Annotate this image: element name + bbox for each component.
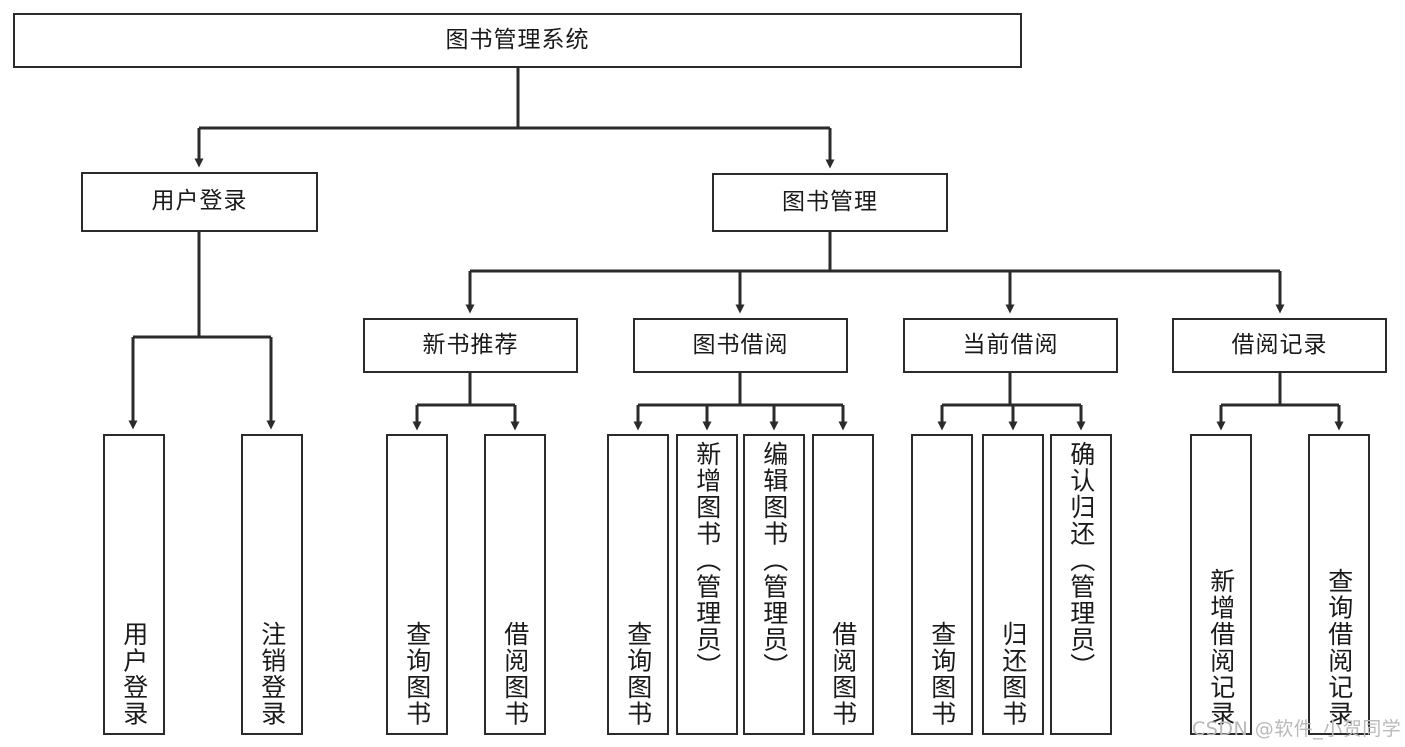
csdn-watermark: CSDN @软件_小贺同学 <box>1192 718 1402 740</box>
node-borrow-record-label: 借阅记录 <box>1231 331 1328 358</box>
leaf-edit-book-label: 编辑图书（管理员） <box>759 441 789 680</box>
leaf-borrow-book-2[interactable]: 借阅图书 <box>812 434 874 735</box>
leaf-borrow-book-1-label: 借阅图书 <box>500 621 530 727</box>
leaf-query-book-3-label: 查询图书 <box>927 621 957 727</box>
node-root[interactable]: 图书管理系统 <box>13 13 1022 68</box>
node-current-borrow[interactable]: 当前借阅 <box>903 318 1118 373</box>
leaf-confirm-return[interactable]: 确认归还（管理员） <box>1050 434 1112 735</box>
leaf-logout[interactable]: 注销登录 <box>241 434 303 735</box>
leaf-query-book-1[interactable]: 查询图书 <box>386 434 448 735</box>
leaf-add-book-label: 新增图书（管理员） <box>692 441 722 680</box>
leaf-query-book-3[interactable]: 查询图书 <box>911 434 973 735</box>
leaf-add-record[interactable]: 新增借阅记录 <box>1190 434 1252 735</box>
node-new-book-recommend-label: 新书推荐 <box>422 331 519 358</box>
leaf-add-record-label: 新增借阅记录 <box>1206 568 1236 727</box>
leaf-query-book-2-label: 查询图书 <box>623 621 653 727</box>
leaf-return-book-label: 归还图书 <box>998 621 1028 727</box>
node-current-borrow-label: 当前借阅 <box>962 331 1059 358</box>
leaf-query-book-2[interactable]: 查询图书 <box>607 434 669 735</box>
leaf-edit-book[interactable]: 编辑图书（管理员） <box>743 434 805 735</box>
leaf-query-record-label: 查询借阅记录 <box>1324 568 1354 727</box>
node-book-borrow-label: 图书借阅 <box>692 331 789 358</box>
leaf-borrow-book-2-label: 借阅图书 <box>828 621 858 727</box>
node-user-login-label: 用户登录 <box>151 188 248 215</box>
leaf-query-book-1-label: 查询图书 <box>402 621 432 727</box>
leaf-borrow-book-1[interactable]: 借阅图书 <box>484 434 546 735</box>
node-user-login[interactable]: 用户登录 <box>81 172 318 232</box>
node-book-borrow[interactable]: 图书借阅 <box>633 318 848 373</box>
leaf-return-book[interactable]: 归还图书 <box>982 434 1044 735</box>
leaf-logout-label: 注销登录 <box>257 621 287 727</box>
node-book-manage[interactable]: 图书管理 <box>712 173 948 232</box>
node-new-book-recommend[interactable]: 新书推荐 <box>363 318 578 373</box>
node-book-manage-label: 图书管理 <box>782 188 878 215</box>
node-borrow-record[interactable]: 借阅记录 <box>1172 318 1387 373</box>
leaf-query-record[interactable]: 查询借阅记录 <box>1308 434 1370 735</box>
leaf-user-login-label: 用户登录 <box>119 621 149 727</box>
leaf-add-book[interactable]: 新增图书（管理员） <box>676 434 738 735</box>
leaf-user-login[interactable]: 用户登录 <box>103 434 165 735</box>
node-root-label: 图书管理系统 <box>445 26 590 53</box>
leaf-confirm-return-label: 确认归还（管理员） <box>1066 441 1096 680</box>
